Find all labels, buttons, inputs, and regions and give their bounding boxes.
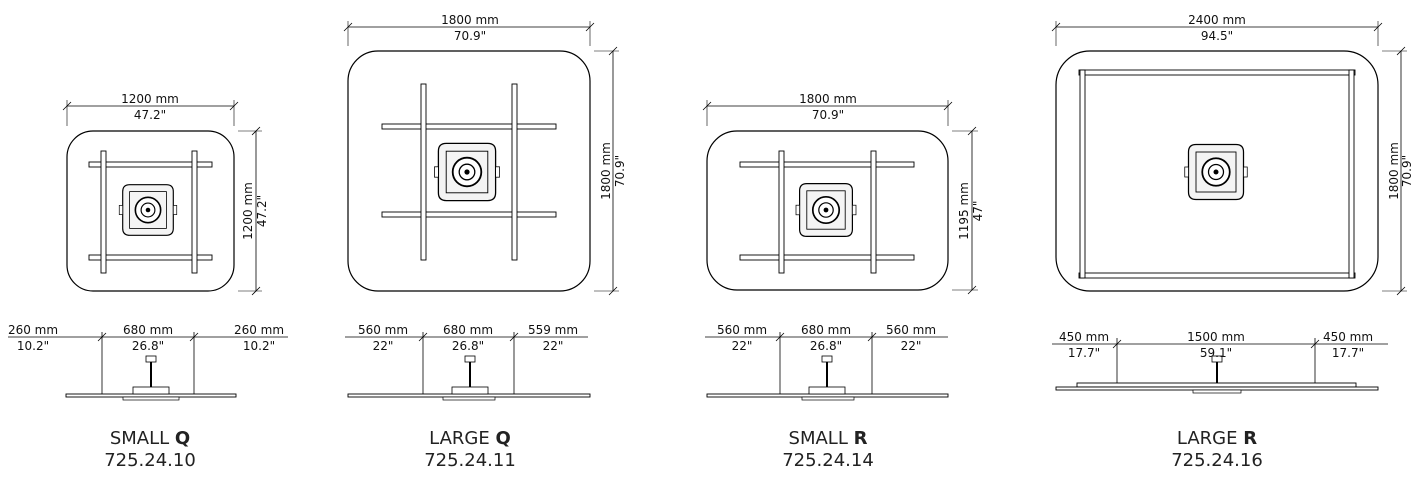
depth-in-label: 47" bbox=[971, 201, 985, 222]
center-in-label: 26.8" bbox=[810, 339, 842, 353]
depth-mm-label: 1800 mm bbox=[599, 142, 613, 200]
size-label: SMALL bbox=[788, 428, 848, 449]
center-mm-label: 680 mm bbox=[801, 323, 851, 337]
depth-dimension-large-r: 1800 mm 70.9" bbox=[1382, 46, 1413, 296]
product-code: 725.24.10 bbox=[104, 450, 196, 471]
side-right-in-label: 17.7" bbox=[1332, 346, 1364, 360]
technical-drawing: 1200 mm 47.2" 1200 mm 47.2" 260 mm 10.2"… bbox=[8, 13, 1413, 401]
plan-view-large-r bbox=[1055, 50, 1379, 292]
size-label: SMALL bbox=[109, 428, 170, 449]
side-right-mm-label: 559 mm bbox=[528, 323, 578, 337]
elevation-small-r: 560 mm 22" 680 mm 26.8" 560 mm 22" bbox=[705, 323, 949, 401]
size-label: LARGE bbox=[1176, 428, 1238, 449]
elevation-small-q: 260 mm 10.2" 680 mm 26.8" 260 mm 10.2" bbox=[8, 323, 288, 401]
shape-label: R bbox=[853, 428, 868, 449]
plan-view-large-q bbox=[347, 50, 591, 292]
caption-large-r: LARGE R 725.24.16 bbox=[1117, 428, 1317, 472]
width-mm-label: 1800 mm bbox=[441, 13, 499, 27]
depth-in-label: 70.9" bbox=[1400, 155, 1413, 187]
width-in-label: 70.9" bbox=[454, 29, 486, 43]
side-right-mm-label: 450 mm bbox=[1323, 330, 1373, 344]
elevation-large-r: 450 mm 17.7" 1500 mm 59.1" 450 mm 17.7" bbox=[1052, 330, 1388, 394]
side-left-mm-label: 450 mm bbox=[1059, 330, 1109, 344]
elevation-large-q: 560 mm 22" 680 mm 26.8" 559 mm 22" bbox=[345, 323, 591, 401]
center-mm-label: 1500 mm bbox=[1187, 330, 1245, 344]
width-mm-label: 2400 mm bbox=[1188, 13, 1246, 27]
side-left-mm-label: 260 mm bbox=[8, 323, 58, 337]
side-right-mm-label: 560 mm bbox=[886, 323, 936, 337]
shape-label: Q bbox=[495, 428, 511, 449]
depth-dimension-small-r: 1195 mm 47" bbox=[952, 126, 985, 295]
side-left-mm-label: 560 mm bbox=[717, 323, 767, 337]
depth-dimension-large-q: 1800 mm 70.9" bbox=[594, 46, 627, 296]
side-right-in-label: 22" bbox=[901, 339, 922, 353]
center-in-label: 26.8" bbox=[452, 339, 484, 353]
side-left-in-label: 22" bbox=[373, 339, 394, 353]
plan-view-small-q bbox=[66, 130, 235, 292]
center-mm-label: 680 mm bbox=[443, 323, 493, 337]
width-mm-label: 1800 mm bbox=[799, 92, 857, 106]
side-right-in-label: 10.2" bbox=[243, 339, 275, 353]
shape-label: Q bbox=[174, 428, 191, 449]
depth-in-label: 47.2" bbox=[255, 195, 269, 227]
caption-small-r: SMALL R 725.24.14 bbox=[728, 428, 928, 472]
width-mm-label: 1200 mm bbox=[121, 92, 179, 106]
product-code: 725.24.14 bbox=[782, 450, 874, 471]
product-captions: SMALL Q 725.24.10 LARGE Q 725.24.11 SMAL… bbox=[0, 428, 1413, 488]
depth-mm-label: 1195 mm bbox=[957, 182, 971, 240]
size-label: LARGE bbox=[429, 428, 490, 449]
width-in-label: 94.5" bbox=[1201, 29, 1233, 43]
center-mm-label: 680 mm bbox=[123, 323, 173, 337]
depth-in-label: 70.9" bbox=[613, 155, 627, 187]
width-dimension-small-r: 1800 mm 70.9" bbox=[702, 92, 953, 126]
center-in-label: 26.8" bbox=[132, 339, 164, 353]
depth-mm-label: 1200 mm bbox=[241, 182, 255, 240]
product-code: 725.24.11 bbox=[424, 450, 516, 471]
side-left-in-label: 17.7" bbox=[1068, 346, 1100, 360]
shape-label: R bbox=[1243, 428, 1258, 449]
side-right-mm-label: 260 mm bbox=[234, 323, 284, 337]
width-in-label: 47.2" bbox=[134, 108, 166, 122]
depth-dimension-small-q: 1200 mm 47.2" bbox=[238, 126, 269, 296]
side-right-in-label: 22" bbox=[543, 339, 564, 353]
caption-small-q: SMALL Q 725.24.10 bbox=[50, 428, 250, 472]
center-in-label: 59.1" bbox=[1200, 346, 1232, 360]
width-dimension-small-q: 1200 mm 47.2" bbox=[62, 92, 239, 126]
product-code: 725.24.16 bbox=[1171, 450, 1263, 471]
side-left-in-label: 10.2" bbox=[17, 339, 49, 353]
side-left-in-label: 22" bbox=[732, 339, 753, 353]
width-in-label: 70.9" bbox=[812, 108, 844, 122]
plan-view-small-r bbox=[706, 130, 949, 291]
depth-mm-label: 1800 mm bbox=[1387, 142, 1401, 200]
caption-large-q: LARGE Q 725.24.11 bbox=[370, 428, 570, 472]
width-dimension-large-r: 2400 mm 94.5" bbox=[1051, 13, 1383, 46]
width-dimension-large-q: 1800 mm 70.9" bbox=[343, 13, 595, 46]
side-left-mm-label: 560 mm bbox=[358, 323, 408, 337]
